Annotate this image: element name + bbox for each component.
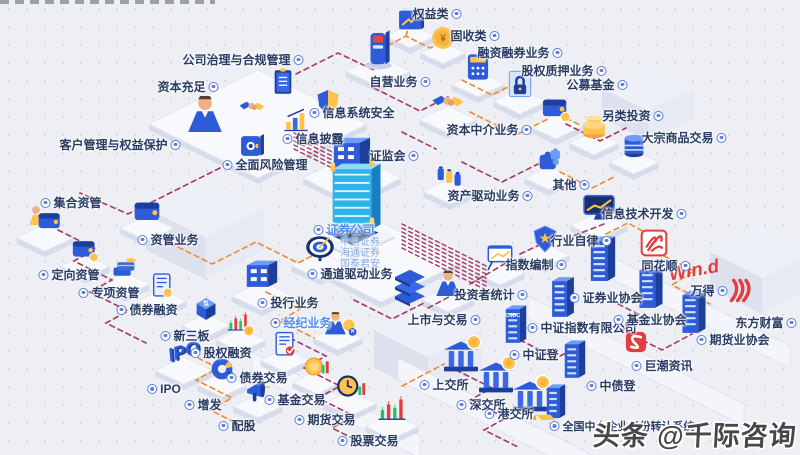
handshake-icon — [432, 95, 464, 107]
server-stack-icon — [395, 269, 425, 307]
pledge-lock-icon — [508, 70, 532, 98]
coin-candles-icon — [304, 357, 329, 376]
person-wallet-icon — [29, 206, 60, 229]
ccdc-tower-icon — [564, 340, 586, 378]
cropped-text-fragment — [0, 0, 215, 4]
bond-doc-icon — [152, 273, 173, 298]
neeq-cube-icon: ⇅ — [196, 298, 216, 320]
coin-stack-icon — [583, 115, 605, 139]
equity-chart-icon — [399, 8, 425, 30]
svg-text:⇅: ⇅ — [203, 299, 210, 308]
futures-clock-icon — [337, 375, 366, 397]
svg-text:★: ★ — [539, 231, 552, 247]
bar-chart-icon — [284, 108, 308, 132]
svg-text:CSDC: CSDC — [506, 313, 521, 319]
megaphone-icon — [247, 380, 271, 402]
svg-text:×: × — [350, 327, 355, 336]
svg-text:IPO: IPO — [165, 336, 202, 365]
broker-person-icon: × — [325, 312, 357, 336]
wallet-icon — [134, 202, 160, 220]
calculator-icon — [467, 54, 489, 80]
offering-donut-icon: % — [211, 358, 234, 380]
kiosk-icon — [364, 30, 392, 70]
battery-icon — [437, 166, 461, 186]
cfa-tower-icon — [682, 290, 706, 333]
puzzle-icon — [539, 148, 560, 170]
csi-tower-icon — [552, 277, 574, 317]
fund-wallet-icon — [542, 99, 571, 123]
investor-person-icon — [436, 270, 460, 296]
amac-tower-icon — [639, 265, 663, 308]
szse-bank-icon — [479, 355, 517, 393]
tonghuashun-logo-icon — [640, 229, 668, 257]
gold-handshake-icon — [239, 101, 265, 111]
security-shield-icon — [317, 90, 339, 116]
svg-text:¥: ¥ — [440, 34, 446, 45]
index-board-icon — [487, 245, 513, 271]
cninfo-logo-icon — [625, 331, 647, 353]
sse-bank-icon — [444, 334, 482, 372]
hkex-bank-icon — [513, 374, 551, 412]
targeted-wallet-icon — [72, 241, 99, 263]
stamp-doc-icon — [275, 331, 295, 356]
svg-text:%: % — [227, 371, 234, 380]
commodity-db-icon — [624, 134, 644, 158]
star-shield-icon: ★ — [533, 225, 557, 253]
equity-candles-icon — [227, 311, 255, 337]
watermark: 头条 @千际咨询 — [592, 421, 798, 451]
cash-stack-icon — [113, 258, 136, 276]
chinaclear-tower-icon: CSDC — [506, 305, 527, 343]
ib-building-icon — [246, 260, 278, 287]
sac-tower-icon — [590, 236, 616, 281]
stock-candles-icon — [378, 396, 406, 420]
eastmoney-logo-icon — [729, 278, 751, 303]
safe-box-icon — [241, 134, 264, 156]
dartboard-icon — [306, 236, 334, 262]
gold-coin-icon: ¥ — [432, 27, 454, 49]
clipboard-icon — [274, 68, 292, 94]
businessman-icon — [188, 96, 222, 132]
neeq-building-icon — [532, 384, 566, 421]
it-monitor-icon — [583, 194, 615, 220]
